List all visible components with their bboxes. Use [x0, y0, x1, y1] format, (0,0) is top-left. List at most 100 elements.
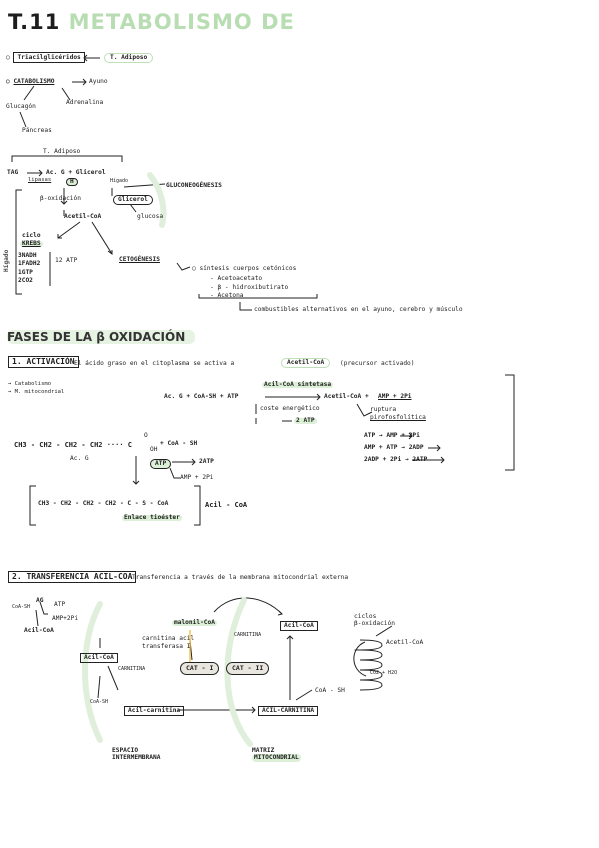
- chain-oh: OH: [150, 446, 158, 453]
- cuerpo-acetoacetato: - Acetoacetato: [210, 275, 263, 282]
- atp-amp-eq: ATP → AMP + 2Pi: [364, 432, 420, 439]
- activacion-notes: → Catabolismo → M. mitocondrial: [8, 380, 64, 397]
- product-formula: CH3 - CH2 - CH2 - CH2 - C - S - CoA: [38, 500, 169, 507]
- eq-right: Acetil-CoA +: [324, 393, 369, 400]
- ayuno-label: Ayuno: [89, 78, 108, 85]
- transfer-coash2: CoA-SH: [90, 699, 109, 705]
- activacion-desc-a: El ácido graso en el citoplasma se activ…: [74, 360, 235, 367]
- fases-title-text: FASES DE LA β OXIDACIÓN: [7, 330, 196, 344]
- tag-label: TAG: [7, 169, 19, 176]
- glucagon-label: Glucagón: [6, 103, 36, 110]
- piro-label: pirofosfolítica: [370, 414, 426, 421]
- cuerpo-hidroxibutirato: - β - hidroxibutirato: [210, 283, 289, 291]
- pancreas-label: Páncreas: [22, 127, 52, 134]
- list-gtp: 1GTP: [18, 268, 33, 276]
- higado-vertical: Hígado: [3, 249, 10, 272]
- espacio-label: ESPACIO INTERMEMBRANA: [112, 747, 160, 762]
- transfer-acilcoa-box: Acil-CoA: [80, 653, 118, 664]
- catabolismo-text: CATABOLISMO: [13, 78, 55, 85]
- note-catabolismo: → Catabolismo: [8, 381, 52, 387]
- glicerol-oval: Glicerol: [113, 195, 153, 206]
- acilcoa-label: Acil - CoA: [205, 501, 248, 509]
- h-oval: H: [66, 178, 78, 187]
- matriz-label: MATRIZ MITOCONDRIAL: [252, 747, 301, 762]
- gluconeo-label: GLUCONEOGÉNESIS: [166, 182, 222, 189]
- cat-trans1: carnitina acil: [142, 635, 195, 642]
- list-fadh: 1FADH2: [18, 260, 41, 268]
- ciclos-label: ciclos: [354, 613, 377, 620]
- title-prefix: T.11: [8, 10, 61, 34]
- higado-small: Hígado: [110, 178, 129, 184]
- transfer-co2: CO2 + H2O: [370, 670, 398, 676]
- activacion-desc-b: (precursor activado): [340, 360, 415, 367]
- page-title: T.11 METABOLISMO DE: [8, 12, 295, 33]
- combustibles-label: combustibles alternativos en el ayuno, c…: [254, 306, 463, 313]
- acg-glicerol: Ac. G + Glicerol: [46, 169, 106, 176]
- enzyme-label: Acil-CoA sintetasa: [262, 381, 334, 389]
- chain-formula: CH3 - CH2 - CH2 - CH2 ···· C: [14, 441, 133, 449]
- cat2-badge: CAT - II: [226, 662, 270, 675]
- espacio-1: ESPACIO: [112, 747, 139, 754]
- sintesis-label: ○ síntesis cuerpos cetónicos: [192, 265, 297, 272]
- espacio-2: INTERMEMBRANA: [112, 754, 161, 762]
- scheme-tadiposo: T. Adiposo: [43, 148, 81, 155]
- krebs-list: 3NADH 1FADH2 1GTP 2CO2: [18, 252, 40, 285]
- cuerpo-acetona: - Acetona: [210, 292, 244, 300]
- note-mitocondrial: → M. mitocondrial: [8, 389, 65, 396]
- matriz-2: MITOCONDRIAL: [252, 754, 301, 762]
- lipasas-label: lipasas: [28, 177, 52, 183]
- transfer-coash: CoA-SH: [12, 604, 31, 610]
- atp-oval: ATP: [150, 459, 172, 470]
- acilcoa-box2: Acil-CoA: [280, 621, 318, 632]
- transfer-acetilcoa: Acetil-CoA: [386, 639, 424, 646]
- list-co2: 2CO2: [18, 277, 33, 285]
- acil-carnitina2-box: ACIL-CARNITINA: [258, 706, 319, 717]
- cat1-badge: CAT - I: [180, 662, 220, 675]
- trig-box: Triacilglicéridos: [13, 52, 85, 63]
- transfer-heading: 2. TRANSFERENCIA ACIL-COA: [8, 571, 137, 583]
- transfer-acilcoa-small: Acil-CoA: [24, 627, 54, 634]
- eq-left: Ac. G + CoA-SH + ATP: [164, 393, 239, 400]
- transfer-coash3: CoA - SH: [315, 687, 345, 694]
- boxidacion-label: β-oxidación: [40, 195, 81, 202]
- bullet-trig: ○ Triacilglicéridos: [6, 52, 85, 63]
- cat-trans2: transferasa I: [142, 643, 191, 650]
- adp-eq: 2ADP + 2Pi → 2ATP: [364, 456, 428, 463]
- chain-acg: Ac. G: [70, 455, 89, 462]
- chain-o: O: [144, 432, 148, 439]
- transfer-atp: ATP: [54, 601, 66, 608]
- transfer-ag: AG: [36, 597, 44, 604]
- amp2-label: AMP + 2Pi: [180, 474, 214, 481]
- ciclo-label: ciclo: [22, 232, 41, 239]
- ruptura-label: ruptura: [370, 406, 397, 413]
- matriz-1: MATRIZ: [252, 747, 275, 754]
- transfer-carnitina: CARNITINA: [118, 666, 146, 672]
- fases-title: FASES DE LA β OXIDACIÓN: [7, 330, 196, 344]
- title-rest: METABOLISMO DE: [68, 10, 295, 34]
- twoatp2-label: 2ATP: [199, 458, 214, 465]
- coste-label: coste energético: [260, 405, 320, 412]
- malonil-label: malonil-CoA: [172, 619, 217, 627]
- cuerpos-list: - Acetoacetato - β - hidroxibutirato - A…: [210, 275, 288, 301]
- sintesis-text: síntesis cuerpos cetónicos: [199, 265, 297, 272]
- enlace-label: Enlace tioéster: [122, 514, 182, 522]
- chain-coash: + CoA - SH: [160, 440, 198, 447]
- atp12-label: 12 ATP: [55, 257, 78, 264]
- transfer-desc: Transferencia a través de la membrana mi…: [132, 574, 349, 581]
- acilcarnitina-box: Acil-carnitina: [124, 706, 185, 717]
- carnitina2-label: CARNITINA: [234, 632, 262, 638]
- list-nadh: 3NADH: [18, 252, 37, 259]
- eq-amp: AMP + 2Pi: [378, 393, 412, 400]
- activacion-heading: 1. ACTIVACIÓN: [8, 356, 79, 368]
- twoatp-label: 2 ATP: [294, 417, 317, 425]
- catabolismo-label: ○ CATABOLISMO: [6, 78, 55, 85]
- acetilcoa-label: Acetil-CoA: [64, 213, 102, 220]
- krebs-label: KREBS: [20, 240, 43, 248]
- activacion-acetilcoa: Acetil-CoA: [281, 358, 331, 369]
- tadiposo-label: T. Adiposo: [104, 53, 154, 64]
- boxid-label: β-oxidación: [354, 620, 395, 627]
- adrenalina-label: Adrenalina: [66, 99, 104, 106]
- amp-atp-eq: AMP + ATP → 2ADP: [364, 444, 424, 451]
- transfer-amp: AMP+2Pi: [52, 615, 79, 622]
